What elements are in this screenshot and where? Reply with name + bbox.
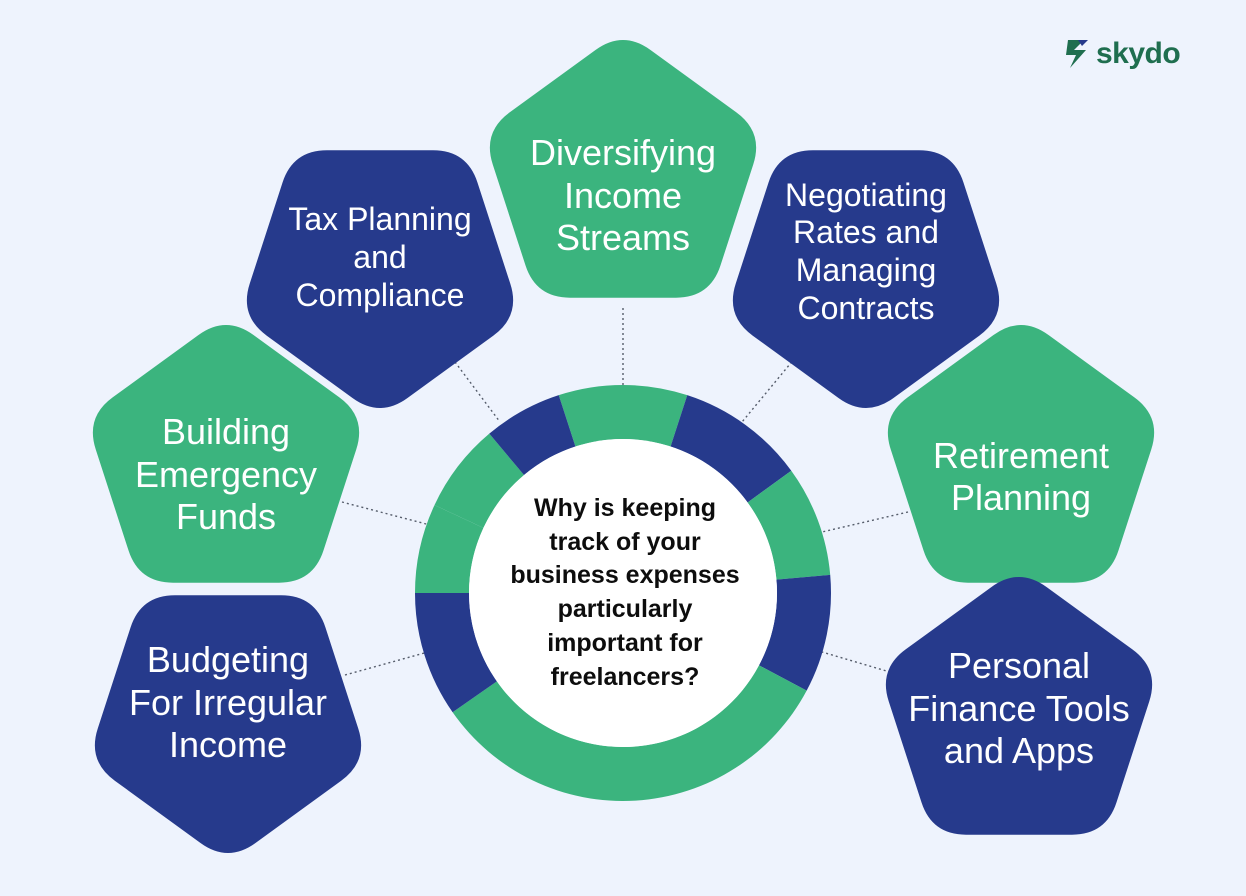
- node-shape-retirement-planning: [887, 325, 1155, 583]
- connector-line-retirement-planning: [821, 511, 909, 533]
- node-label-negotiating-rates: Negotiating Rates and Managing Contracts: [785, 176, 947, 326]
- brand-name: skydo: [1096, 37, 1181, 70]
- node-shape-diversifying-income-streams: [489, 40, 757, 298]
- skydo-s-mark-icon: [1066, 40, 1088, 68]
- ring-segment: [747, 470, 831, 580]
- center-ring: [415, 385, 831, 801]
- ring-segment: [415, 505, 484, 593]
- node-shape-tax-planning-compliance: [246, 150, 514, 409]
- ring-segment: [558, 385, 688, 447]
- node-label-building-emergency-funds: Building Emergency Funds: [134, 411, 318, 538]
- ring-segment: [758, 574, 831, 691]
- node-label-personal-finance-tools: Personal Finance Tools and Apps: [908, 645, 1130, 772]
- ring-segment: [452, 665, 807, 801]
- ring-segment: [415, 593, 497, 713]
- node-label-tax-planning-compliance: Tax Planning and Compliance: [288, 201, 472, 313]
- node-label-retirement-planning: Retirement Planning: [932, 434, 1110, 518]
- node-shape-negotiating-rates: [732, 150, 1000, 409]
- node-shapes: [92, 40, 1155, 853]
- connector-line-personal-finance-tools: [821, 651, 901, 676]
- node-label-budgeting-irregular-income: Budgeting For Irregular Income: [128, 639, 328, 766]
- connector-lines: [341, 308, 909, 676]
- brand-logo: skydo: [1064, 34, 1194, 74]
- connector-line-negotiating-rates: [741, 357, 796, 423]
- ring-segment: [489, 395, 576, 476]
- center-question: Why is keeping track of your business ex…: [510, 493, 740, 691]
- node-shape-budgeting-irregular-income: [94, 595, 362, 853]
- node-shape-personal-finance-tools: [885, 577, 1153, 835]
- node-label-diversifying-income-streams: Diversifying Income Streams: [529, 132, 717, 259]
- node-shape-building-emergency-funds: [92, 325, 360, 583]
- connector-line-building-emergency-funds: [341, 501, 431, 526]
- center-circle: [469, 439, 777, 747]
- connector-line-tax-planning-compliance: [451, 357, 501, 423]
- ring-segment: [670, 395, 792, 503]
- ring-segment: [434, 433, 525, 528]
- connector-line-budgeting-irregular-income: [344, 651, 429, 676]
